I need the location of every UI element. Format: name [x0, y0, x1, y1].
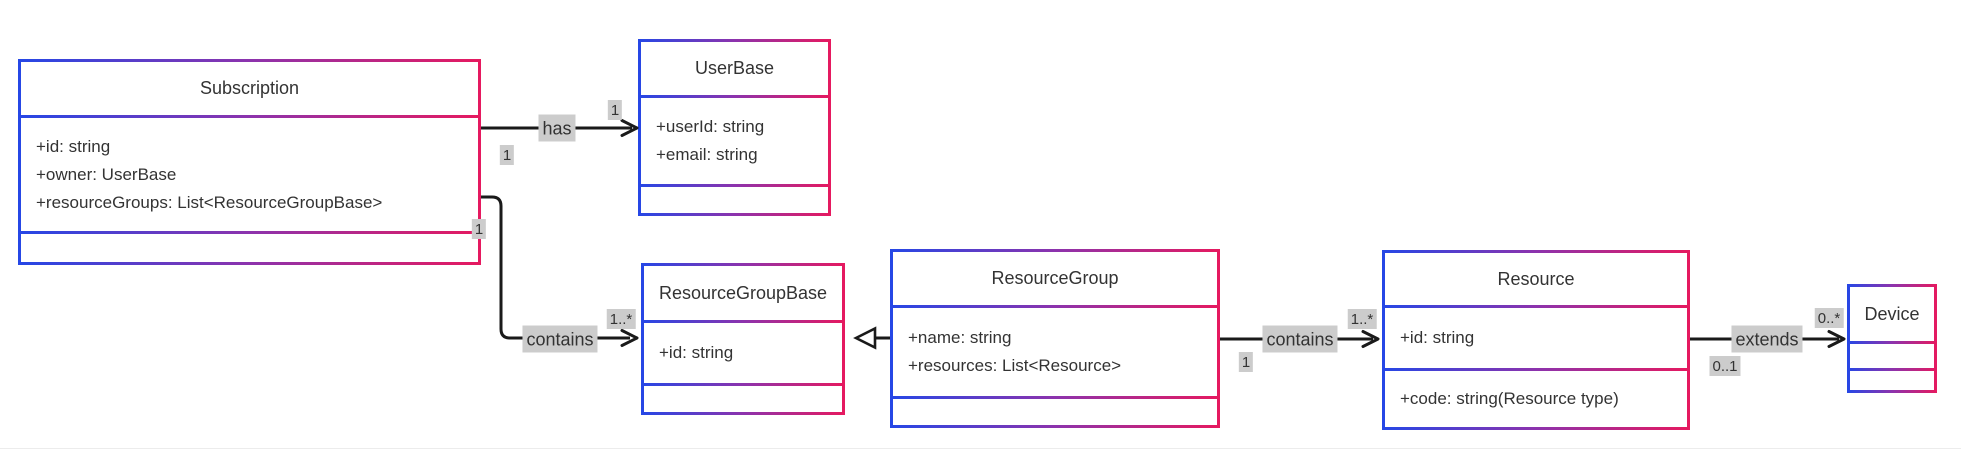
class-attribute: +resources: List<Resource>: [908, 356, 1122, 375]
class-node-userbase: UserBase +userId: string +email: string: [638, 39, 831, 216]
edge-label-has: has: [538, 114, 576, 142]
class-methods-empty: [1850, 371, 1934, 390]
class-methods-empty: [644, 386, 842, 412]
class-title: ResourceGroup: [893, 252, 1217, 305]
class-method: +code: string(Resource type): [1400, 389, 1619, 408]
class-attributes: +id: string +owner: UserBase +resourceGr…: [21, 118, 478, 231]
class-methods-empty: [21, 234, 478, 262]
class-node-subscription: Subscription +id: string +owner: UserBas…: [18, 59, 481, 265]
class-attribute: +email: string: [656, 145, 758, 164]
multiplicity-has-target: 1: [607, 100, 623, 120]
class-attribute: +resourceGroups: List<ResourceGroupBase>: [36, 192, 383, 212]
class-attributes: +id: string: [644, 323, 842, 383]
class-title: Device: [1850, 287, 1934, 341]
edge-contains2-arrowhead-icon: [1361, 330, 1380, 348]
class-methods-empty: [641, 187, 828, 213]
class-attributes-empty: [1850, 344, 1934, 368]
class-attribute: +owner: UserBase: [36, 164, 177, 184]
multiplicity-extends-source: 0..1: [1709, 356, 1741, 376]
edge-has-arrowhead-icon: [620, 119, 639, 137]
class-title: UserBase: [641, 42, 828, 95]
multiplicity-contains2-source: 1: [1238, 352, 1254, 372]
class-attributes: +userId: string +email: string: [641, 98, 828, 184]
multiplicity-has-source: 1: [499, 145, 515, 165]
edge-label-extends: extends: [1731, 325, 1803, 353]
class-attribute: +id: string: [36, 136, 111, 156]
class-attributes: +name: string +resources: List<Resource>: [893, 308, 1217, 396]
class-attributes: +id: string: [1385, 308, 1687, 368]
class-title: ResourceGroupBase: [644, 266, 842, 320]
class-title: Resource: [1385, 253, 1687, 305]
class-attribute: +id: string: [659, 343, 734, 362]
class-node-device: Device: [1847, 284, 1937, 393]
edge-label-contains1: contains: [522, 325, 598, 353]
class-node-resource: Resource +id: string +code: string(Resou…: [1382, 250, 1690, 430]
multiplicity-extends-target: 0..*: [1814, 308, 1844, 328]
multiplicity-contains1-target: 1..*: [606, 309, 636, 329]
class-methods-empty: [893, 399, 1217, 425]
class-node-resourcegroupbase: ResourceGroupBase +id: string: [641, 263, 845, 415]
multiplicity-contains1-source: 1: [471, 219, 487, 239]
edge-label-contains2: contains: [1262, 325, 1338, 353]
class-attribute: +userId: string: [656, 117, 765, 136]
edge-extends-arrowhead-icon: [1827, 330, 1846, 348]
multiplicity-contains2-target: 1..*: [1347, 309, 1377, 329]
class-attribute: +name: string: [908, 328, 1012, 347]
edge-inheritance-triangle-icon: [853, 326, 877, 350]
edge-contains1-arrowhead-icon: [620, 329, 639, 347]
class-node-resourcegroup: ResourceGroup +name: string +resources: …: [890, 249, 1220, 428]
class-methods: +code: string(Resource type): [1385, 371, 1687, 427]
class-title: Subscription: [21, 62, 478, 115]
class-attribute: +id: string: [1400, 328, 1475, 347]
